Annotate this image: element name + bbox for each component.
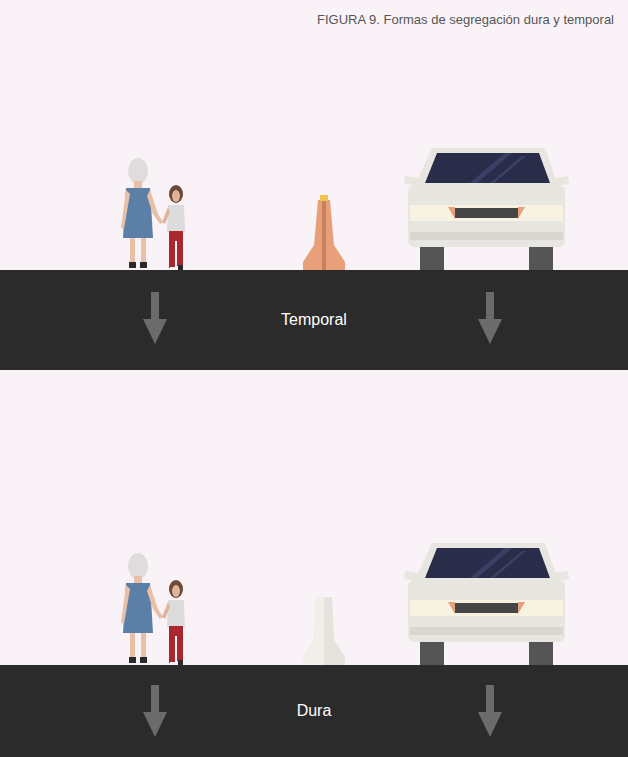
concrete-barrier [303, 597, 345, 665]
down-arrows [143, 292, 502, 344]
car [404, 543, 569, 665]
road-band [0, 270, 628, 370]
band-label: Temporal [281, 311, 347, 329]
figure-title: FIGURA 9. Formas de segregación dura y t… [317, 12, 614, 27]
traffic-bollard [303, 195, 345, 270]
band-label: Dura [297, 702, 332, 720]
pedestrians [121, 158, 185, 272]
road-band: Temporal [0, 270, 628, 370]
road-band [0, 665, 628, 757]
road-band: Dura [0, 665, 628, 757]
pedestrians [121, 553, 185, 667]
car [404, 148, 569, 270]
down-arrows [143, 685, 502, 737]
